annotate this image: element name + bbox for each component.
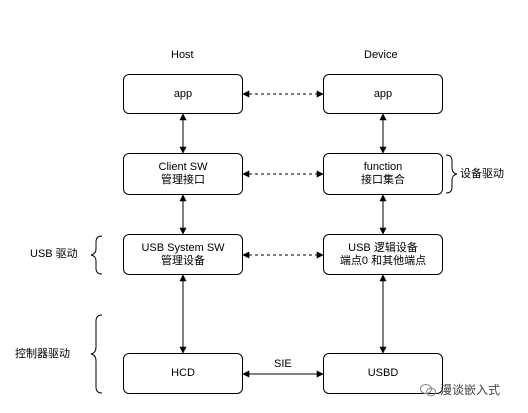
wechat-icon <box>420 383 436 396</box>
client-sw-label: Client SW <box>158 161 208 173</box>
usb-system-sw-box: USB System SW 管理设备 <box>123 234 243 275</box>
usbd-label: USBD <box>367 367 399 379</box>
usb-logical-device-sublabel: 端点0 和其他端点 <box>339 254 427 267</box>
brace-usb-driver <box>90 235 103 275</box>
usb-system-sw-sublabel: 管理设备 <box>161 254 205 267</box>
usbd-box: USBD <box>323 353 443 394</box>
hcd-label: HCD <box>171 367 195 379</box>
usb-logical-device-label: USB 逻辑设备 <box>348 241 418 254</box>
client-sw-box: Client SW 管理接口 <box>123 153 243 195</box>
watermark: 漫谈嵌入式 <box>420 381 500 398</box>
device-app-box: app <box>323 74 443 114</box>
hcd-box: HCD <box>123 353 243 394</box>
brace-controller-driver <box>90 314 103 394</box>
client-sw-sublabel: 管理接口 <box>161 174 205 186</box>
brace-device-driver <box>445 154 458 194</box>
host-app-box: app <box>123 74 243 114</box>
sie-label: SIE <box>274 358 292 370</box>
device-column-title: Device <box>364 49 398 61</box>
function-sublabel: 接口集合 <box>361 174 405 186</box>
host-app-label: app <box>173 87 193 100</box>
device-app-label: app <box>373 87 393 100</box>
controller-driver-label: 控制器驱动 <box>15 348 70 360</box>
usb-driver-label: USB 驱动 <box>30 248 78 260</box>
function-box: function 接口集合 <box>323 153 443 195</box>
watermark-text: 漫谈嵌入式 <box>440 383 501 397</box>
function-label: function <box>363 161 403 173</box>
usb-system-sw-label: USB System SW <box>141 241 225 254</box>
host-column-title: Host <box>171 49 194 61</box>
device-driver-label: 设备驱动 <box>460 168 504 180</box>
usb-logical-device-box: USB 逻辑设备 端点0 和其他端点 <box>323 234 443 275</box>
